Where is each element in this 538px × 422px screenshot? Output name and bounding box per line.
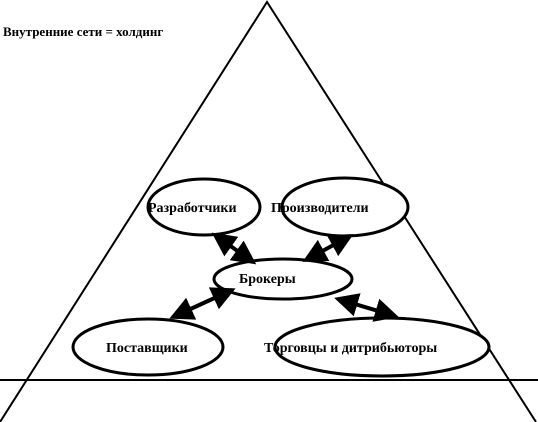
arrow-developers-brokers — [211, 232, 257, 265]
suppliers-ellipse — [71, 317, 225, 377]
suppliers-label: Поставщики — [106, 341, 188, 356]
producers-label: Производители — [271, 201, 369, 216]
developers-ellipse — [146, 177, 262, 237]
arrow-suppliers-brokers — [169, 287, 236, 320]
brokers-label: Брокеры — [239, 272, 296, 287]
developers-label: Разработчики — [148, 201, 237, 216]
diagram-title: Внутренние сети = холдинг — [3, 24, 163, 39]
arrow-traders-brokers — [334, 293, 399, 322]
arrow-producers-brokers — [302, 234, 354, 262]
traders-label: Торговцы и дитрибьюторы — [264, 341, 437, 356]
brokers-ellipse — [212, 257, 354, 301]
